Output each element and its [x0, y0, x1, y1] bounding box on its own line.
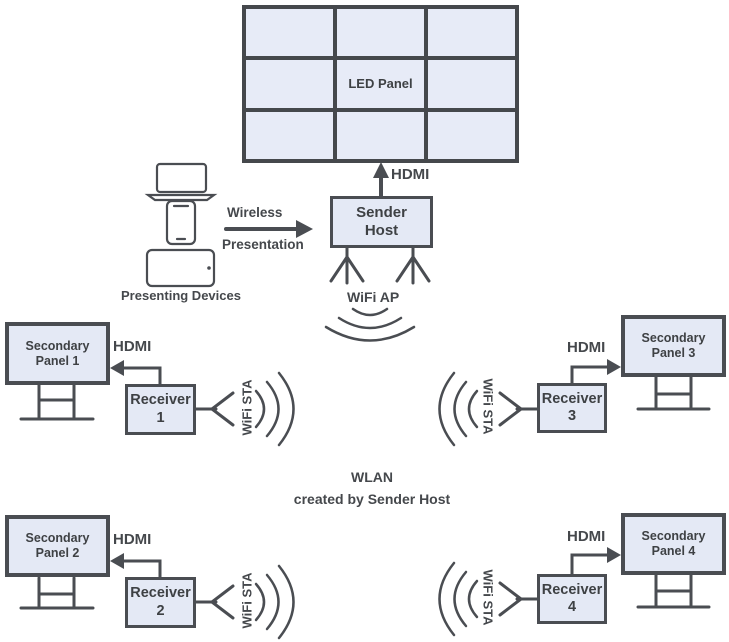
led-cell: [246, 60, 333, 108]
wifi-sta-label-3: WiFi STA: [480, 378, 496, 435]
panel1-label-line2: Panel 1: [35, 353, 80, 368]
hdmi-arrow-top: [373, 162, 389, 198]
wifi-sta-label-2: WiFi STA: [239, 572, 255, 629]
wifi-ap-antenna-right: [395, 246, 431, 285]
tablet-icon: [145, 248, 216, 288]
receiver3-label-line1: Receiver: [541, 390, 603, 407]
wireless-label-line1: Wireless: [227, 205, 283, 220]
panel3-label-line1: Secondary: [641, 331, 706, 346]
hdmi-label-top: HDMI: [391, 166, 430, 183]
receiver-1-node: Receiver 1: [125, 384, 196, 435]
secondary-panel-1-node: Secondary Panel 1: [5, 322, 110, 385]
panel3-label-line2: Panel 3: [651, 346, 696, 360]
wlan-caption: WLAN created by Sender Host: [222, 467, 522, 510]
led-cell: [428, 60, 515, 108]
receiver-2-node: Receiver 2: [125, 577, 196, 628]
panel2-stand: [19, 576, 95, 610]
receiver2-antenna: [194, 584, 235, 620]
wlan-caption-line1: WLAN: [351, 469, 393, 485]
led-panel-label: LED Panel: [348, 76, 413, 92]
panel2-label-line2: Panel 2: [35, 546, 80, 560]
receiver1-antenna: [194, 391, 235, 427]
receiver4-label-line1: Receiver: [541, 581, 603, 598]
hdmi-label-2: HDMI: [113, 531, 152, 548]
wireless-label-line2: Presentation: [222, 237, 304, 252]
presenting-devices-label: Presenting Devices: [121, 288, 241, 303]
hdmi-arrow-3: [570, 359, 621, 385]
receiver3-antenna: [498, 391, 539, 427]
smartphone-icon: [165, 199, 197, 246]
panel4-stand: [636, 573, 711, 609]
wlan-caption-line2: created by Sender Host: [293, 490, 451, 507]
wifi-ap-label: WiFi AP: [347, 289, 400, 305]
wifi-sta-label-4: WiFi STA: [480, 569, 496, 626]
secondary-panel-2-node: Secondary Panel 2: [5, 515, 110, 577]
led-cell: [246, 111, 333, 159]
receiver3-label-line2: 3: [567, 408, 577, 424]
hdmi-label-3: HDMI: [567, 339, 606, 356]
led-cell: [428, 111, 515, 159]
receiver1-label-line1: Receiver: [130, 392, 191, 409]
panel2-label-line1: Secondary: [25, 531, 90, 546]
panel4-label-line2: Panel 4: [651, 544, 696, 558]
led-cell: [246, 9, 333, 57]
panel1-stand: [19, 383, 95, 421]
receiver1-waves-icon: [254, 371, 295, 447]
hdmi-arrow-2: [110, 553, 162, 579]
led-cell: [428, 9, 515, 57]
hdmi-label-4: HDMI: [567, 528, 606, 545]
wireless-presentation-arrow: [224, 220, 313, 238]
led-panel: LED Panel: [242, 5, 519, 163]
led-panel-label-cell: LED Panel: [337, 60, 424, 108]
wifi-ap-waves-icon: [324, 307, 416, 342]
panel1-label-line1: Secondary: [25, 338, 90, 353]
hdmi-arrow-1: [110, 360, 162, 386]
laptop-icon: [144, 162, 218, 202]
hdmi-arrow-4: [570, 547, 621, 576]
wifi-ap-antenna-left: [329, 246, 365, 285]
receiver1-label-line2: 1: [156, 409, 165, 426]
sender-host-label-line1: Sender: [356, 204, 407, 222]
sender-host-label-line2: Host: [364, 222, 399, 239]
receiver4-label-line2: 4: [567, 599, 577, 615]
receiver4-antenna: [498, 581, 539, 617]
secondary-panel-4-node: Secondary Panel 4: [621, 513, 726, 575]
receiver2-label-line2: 2: [156, 602, 165, 619]
led-cell: [337, 111, 424, 159]
hdmi-label-1: HDMI: [113, 338, 152, 355]
led-cell: [337, 9, 424, 57]
secondary-panel-3-node: Secondary Panel 3: [621, 315, 726, 377]
receiver2-label-line1: Receiver: [130, 585, 191, 602]
receiver3-waves-icon: [438, 371, 479, 447]
wifi-sta-label-1: WiFi STA: [239, 379, 255, 436]
panel3-stand: [636, 375, 711, 411]
panel4-label-line1: Secondary: [641, 529, 706, 544]
receiver-4-node: Receiver 4: [537, 574, 607, 624]
receiver4-waves-icon: [438, 561, 479, 637]
sender-host-node: Sender Host: [330, 196, 433, 248]
receiver2-waves-icon: [254, 564, 295, 640]
receiver-3-node: Receiver 3: [537, 383, 607, 433]
